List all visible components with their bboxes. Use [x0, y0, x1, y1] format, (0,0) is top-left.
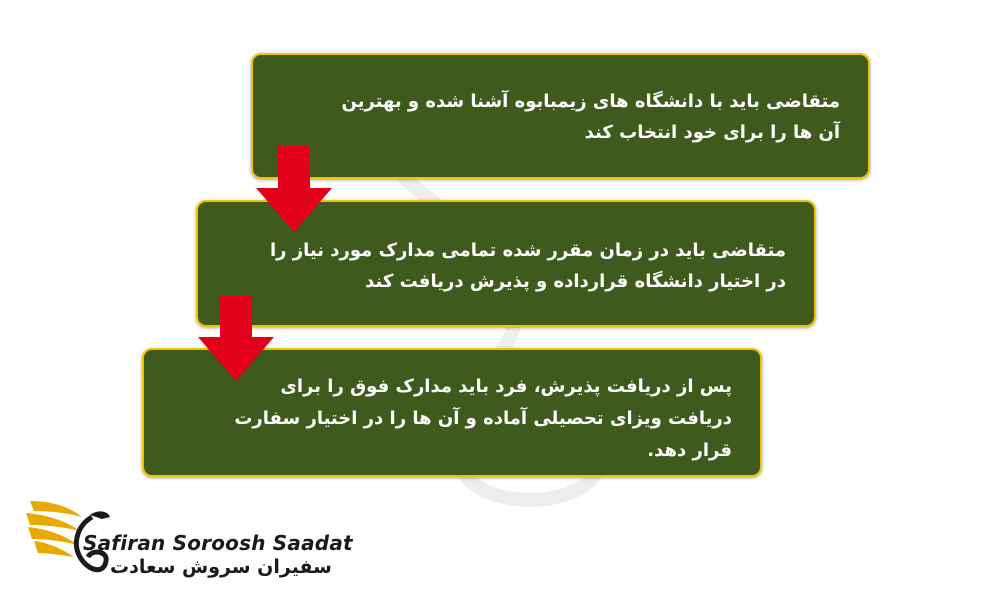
step-2-line-2: در اختیار دانشگاه قرارداده و پذیرش دریاف… [365, 271, 786, 292]
arrow-down-icon [198, 295, 274, 381]
step-1-line-1: متقاضی باید با دانشگاه های زیمبابوه آشنا… [341, 91, 840, 112]
step-1-text: متقاضی باید با دانشگاه های زیمبابوه آشنا… [342, 86, 840, 148]
step-2-text: متقاضی باید در زمان مقرر شده تمامی مدارک… [270, 235, 786, 297]
step-3-text: پس از دریافت پذیرش، فرد باید مدارک فوق ر… [234, 371, 732, 467]
eagle-logo-icon [26, 501, 110, 573]
logo-name-fa: سفیران سروش سعادت [110, 556, 332, 578]
step-box-1: متقاضی باید با دانشگاه های زیمبابوه آشنا… [251, 53, 870, 179]
logo-name-en: Safiran Soroosh Saadat [83, 531, 353, 555]
step-2-line-1: متقاضی باید در زمان مقرر شده تمامی مدارک… [270, 240, 786, 261]
step-3-line-2: دریافت ویزای تحصیلی آماده و آن ها را در … [234, 408, 732, 429]
arrow-down-icon [256, 146, 332, 232]
step-3-line-3: قرار دهد. [647, 440, 732, 461]
step-3-line-1: پس از دریافت پذیرش، فرد باید مدارک فوق ر… [280, 376, 732, 397]
step-1-line-2: آن ها را برای خود انتخاب کند [584, 122, 840, 143]
